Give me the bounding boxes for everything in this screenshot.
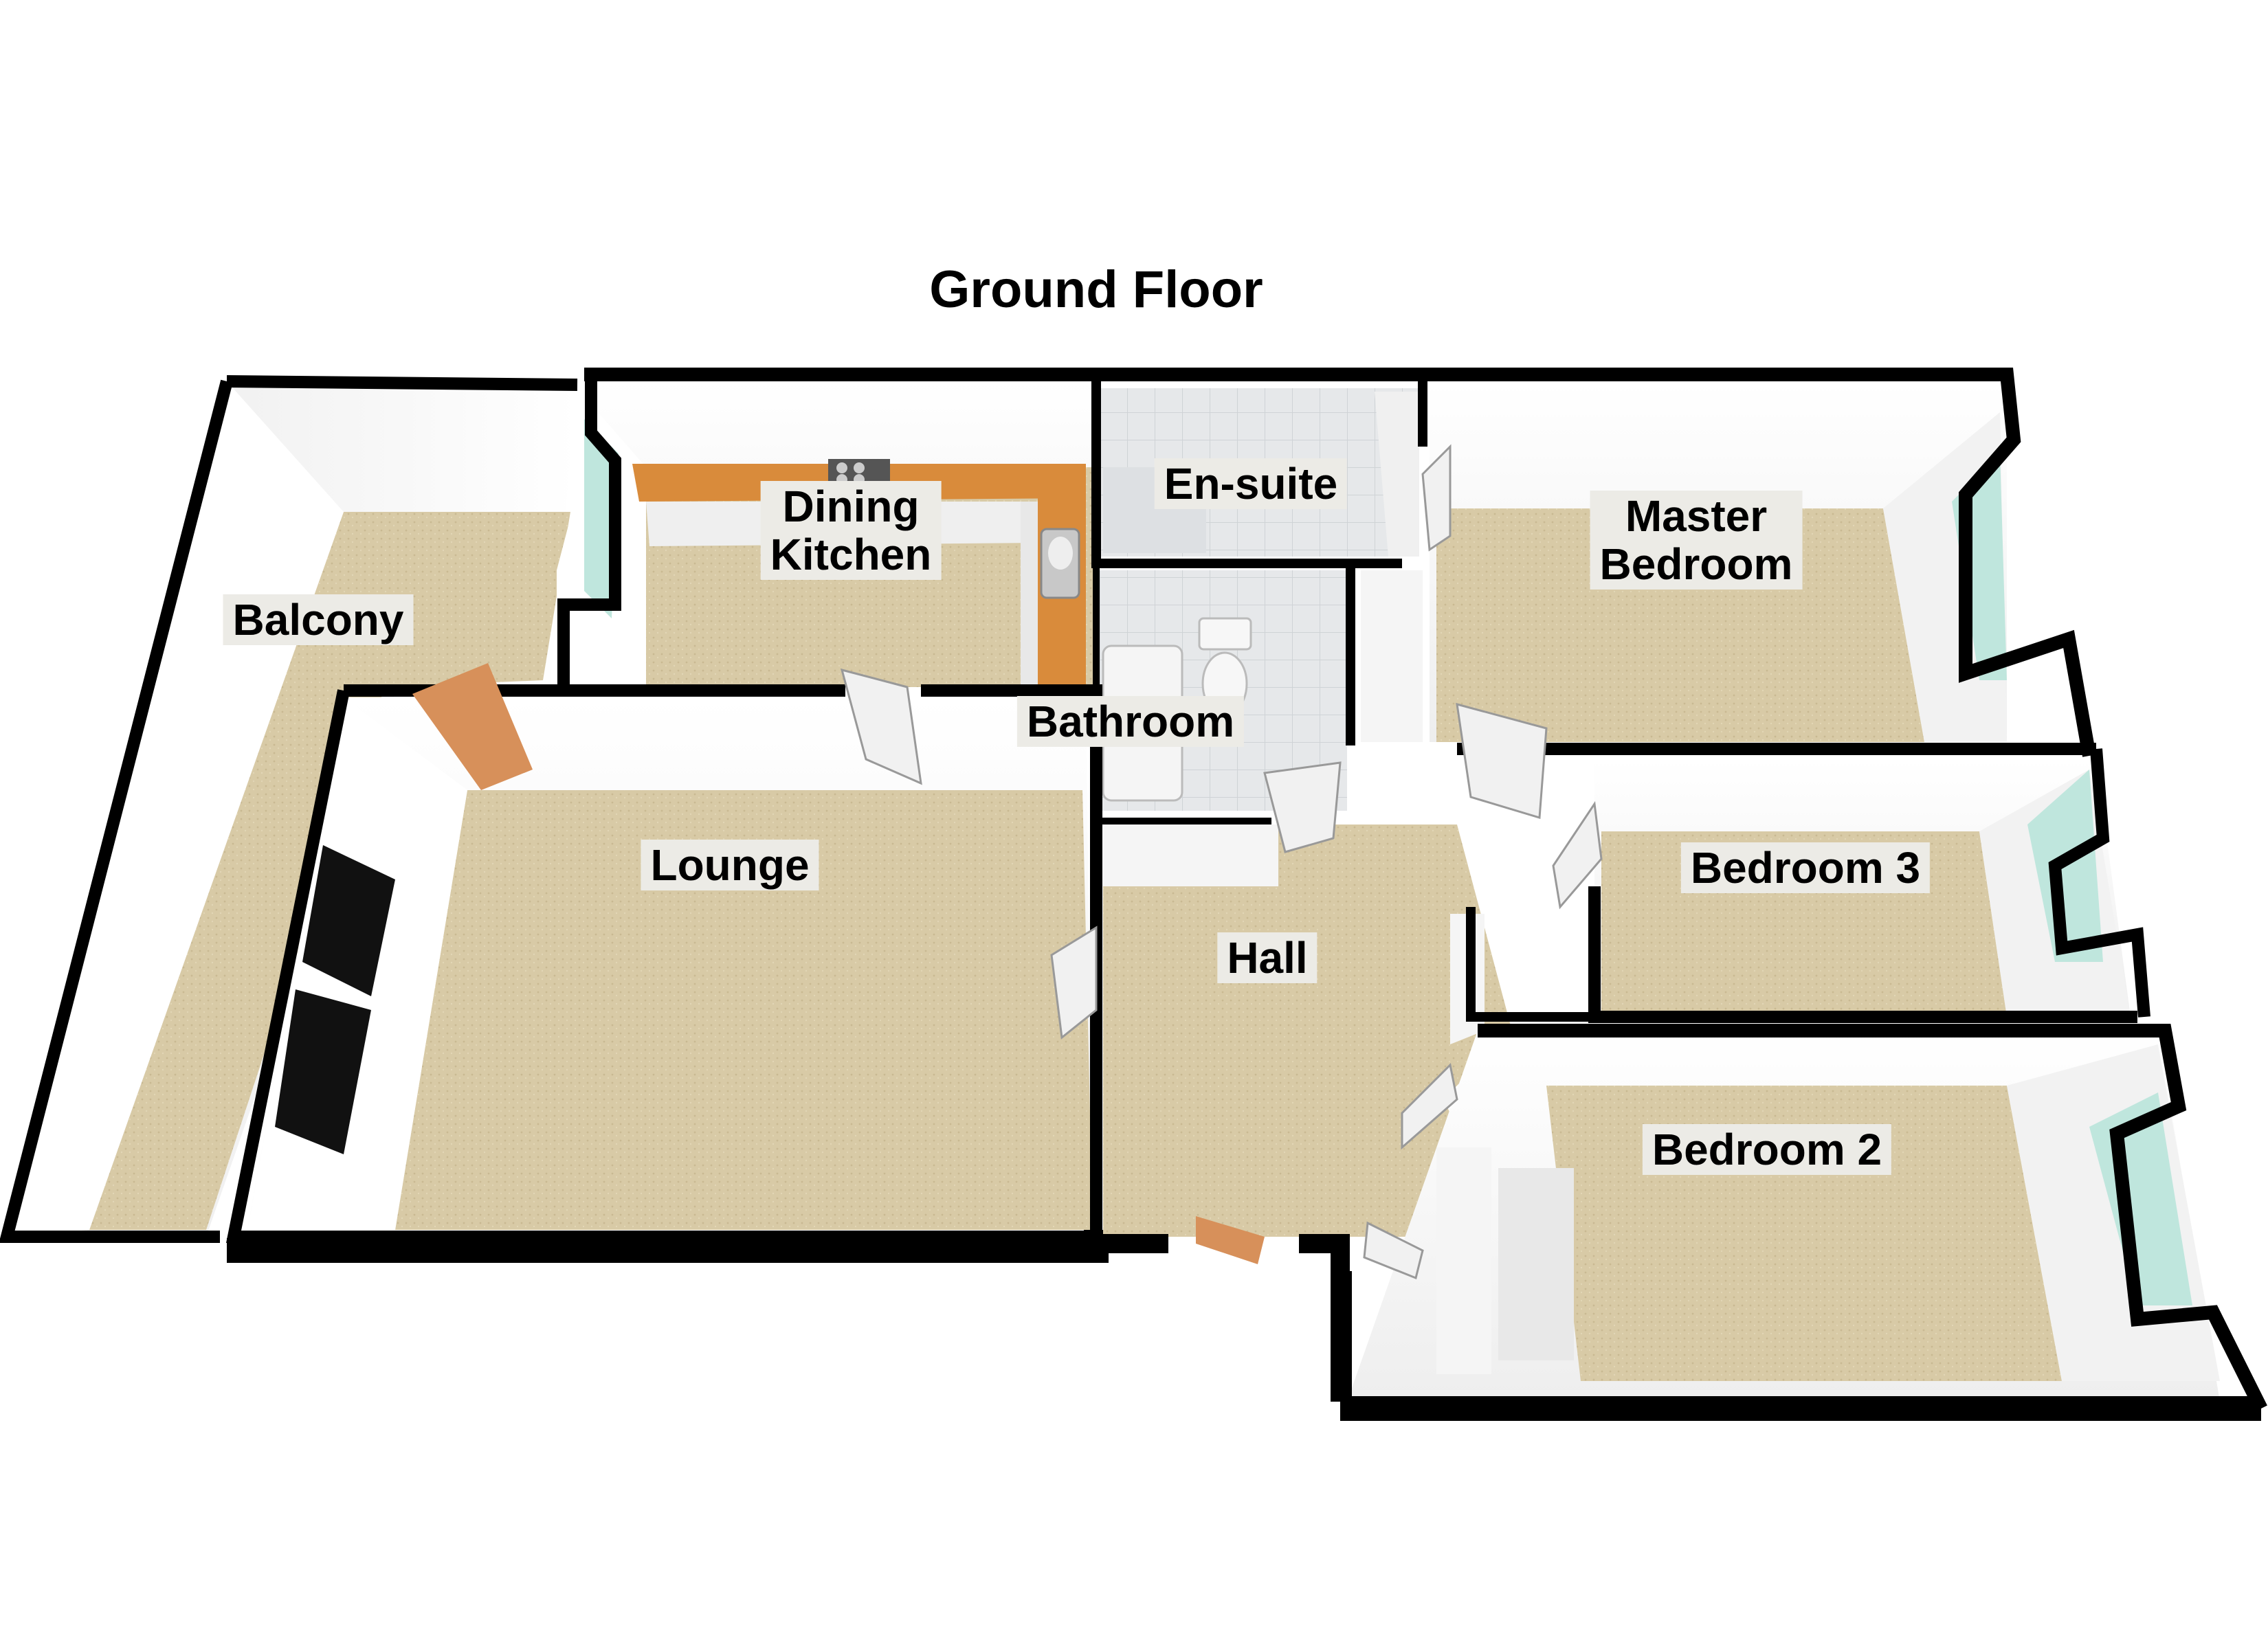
- bedroom-2-area: [1340, 1024, 2267, 1421]
- en-suite-door: [1421, 444, 1452, 552]
- room-label-balcony: Balcony: [223, 594, 414, 645]
- front-door: [1196, 1216, 1265, 1264]
- bedroom-3-door: [1552, 800, 1603, 910]
- sink-icon: [1040, 528, 1080, 599]
- room-label-bedroom-3: Bedroom 3: [1680, 842, 1931, 893]
- room-label-hall: Hall: [1217, 932, 1318, 983]
- lounge-hall-door: [1050, 926, 1098, 1040]
- room-label-dining-kitchen: Dining Kitchen: [760, 481, 942, 580]
- floor-title: Ground Floor: [929, 260, 1263, 319]
- room-label-master-bedroom: Master Bedroom: [1590, 491, 1803, 590]
- room-label-bathroom: Bathroom: [1016, 696, 1245, 747]
- master-bedroom-door: [1456, 702, 1548, 819]
- lounge-area: [226, 684, 1109, 1263]
- bathroom-area: [1093, 559, 1355, 824]
- lounge-window-1: [302, 845, 395, 996]
- room-label-en-suite: En-suite: [1154, 458, 1348, 509]
- lounge-window-2: [275, 989, 371, 1154]
- room-label-lounge: Lounge: [641, 840, 819, 890]
- bedroom-2-door: [1401, 1062, 1458, 1150]
- lounge-kitchen-door: [840, 668, 922, 785]
- wardrobe: [1498, 1168, 1574, 1360]
- room-label-bedroom-2: Bedroom 2: [1642, 1124, 1892, 1175]
- cupboard-door: [1363, 1221, 1424, 1280]
- balcony-door: [412, 663, 533, 790]
- bathroom-door: [1263, 761, 1342, 853]
- doors: [412, 444, 1603, 1280]
